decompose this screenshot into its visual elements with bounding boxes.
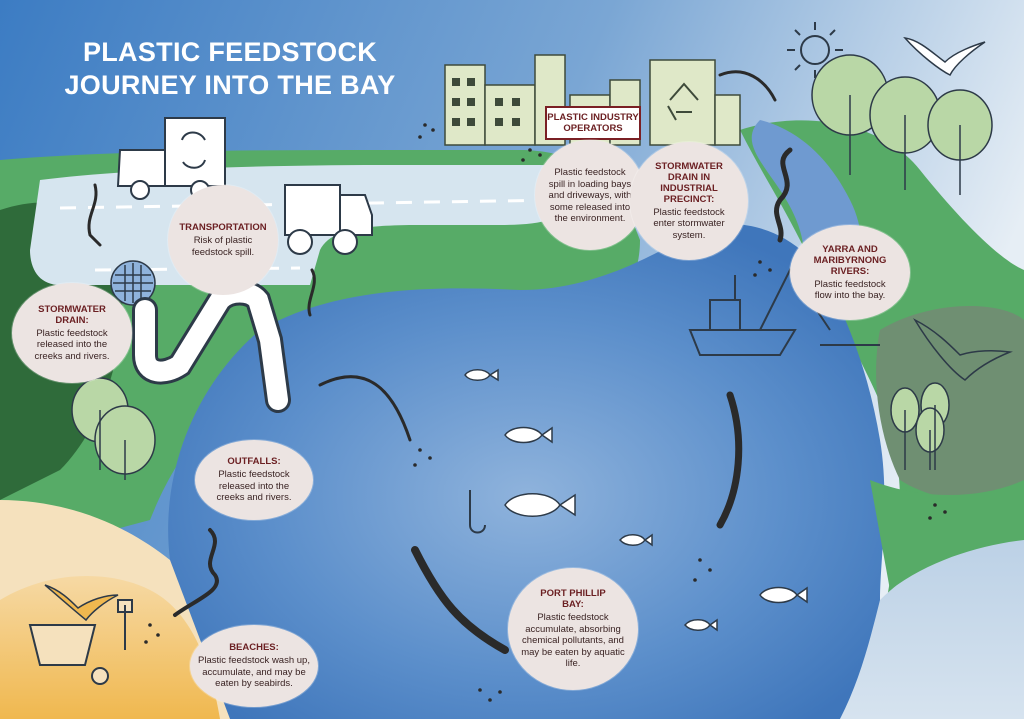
- callout-yarra: YARRA AND MARIBYRNONG RIVERS: Plastic fe…: [790, 225, 910, 320]
- callout-body: Plastic feedstock released into the cree…: [216, 469, 292, 504]
- callout-heading: STORMWATER DRAIN IN INDUSTRIAL PRECINCT:: [655, 160, 723, 205]
- callout-stormwater-industrial: STORMWATER DRAIN IN INDUSTRIAL PRECINCT:…: [630, 142, 748, 260]
- trees-left: [71, 377, 156, 480]
- callout-heading: BEACHES:: [229, 642, 279, 654]
- recycle-truck-symbol: [181, 131, 206, 169]
- page-title-line1: PLASTIC FEEDSTOCK: [82, 37, 378, 67]
- callout-heading: OUTFALLS:: [227, 456, 281, 468]
- fish-icons: [464, 368, 808, 632]
- drain-grate-icon: [110, 260, 156, 306]
- beach: [0, 576, 220, 719]
- callout-heading: YARRA AND MARIBYRNONG RIVERS:: [813, 243, 887, 277]
- trees-far-right: [890, 382, 950, 470]
- callout-operators: Plastic feedstock spill in loading bays …: [535, 140, 645, 250]
- callout-transportation: TRANSPORTATION Risk of plastic feedstock…: [168, 185, 278, 295]
- truck-icon-dump: [284, 184, 373, 255]
- callout-body: Plastic feedstock accumulate, absorbing …: [521, 612, 625, 670]
- recycle-symbol: [667, 82, 699, 121]
- seagull-icon-right: [913, 318, 1013, 381]
- callout-heading: TRANSPORTATION: [179, 222, 267, 233]
- callout-heading: STORMWATER DRAIN:: [38, 303, 106, 326]
- industry-label: PLASTIC INDUSTRY OPERATORS: [545, 106, 641, 140]
- callout-heading: PORT PHILLIP BAY:: [540, 588, 606, 611]
- callout-body: Plastic feedstock wash up, accumulate, a…: [198, 655, 310, 690]
- callout-body: Plastic feedstock released into the cree…: [34, 327, 110, 362]
- pipe-inner: [135, 282, 288, 410]
- flow-arrows: [87, 70, 793, 654]
- callout-outfalls: OUTFALLS: Plastic feedstock released int…: [195, 440, 313, 520]
- truck-icon-recycle: [116, 117, 226, 200]
- page-title: PLASTIC FEEDSTOCK JOURNEY INTO THE BAY: [40, 36, 420, 102]
- bucket-spade-icon: [28, 599, 133, 685]
- callout-body: Plastic feedstock spill in loading bays …: [548, 167, 632, 225]
- callout-stormwater-drain: STORMWATER DRAIN: Plastic feedstock rele…: [12, 283, 132, 383]
- bay: [168, 224, 885, 719]
- callout-beaches: BEACHES: Plastic feedstock wash up, accu…: [190, 625, 318, 707]
- callout-body: Plastic feedstock enter stormwater syste…: [653, 206, 725, 241]
- bottom-right-green: [870, 480, 1024, 590]
- trees-right: [811, 54, 993, 195]
- callout-body: Plastic feedstock flow into the bay.: [814, 278, 886, 302]
- seagull-icon: [903, 36, 986, 77]
- callout-port-phillip: PORT PHILLIP BAY: Plastic feedstock accu…: [508, 568, 638, 690]
- page-title-line2: JOURNEY INTO THE BAY: [64, 70, 396, 100]
- plastic-pellets: [144, 123, 947, 702]
- bottom-water: [840, 540, 1024, 719]
- seagull-icon-beach: [44, 584, 119, 622]
- callout-body: Risk of plastic feedstock spill.: [191, 235, 255, 258]
- fishhook-icon: [469, 490, 486, 534]
